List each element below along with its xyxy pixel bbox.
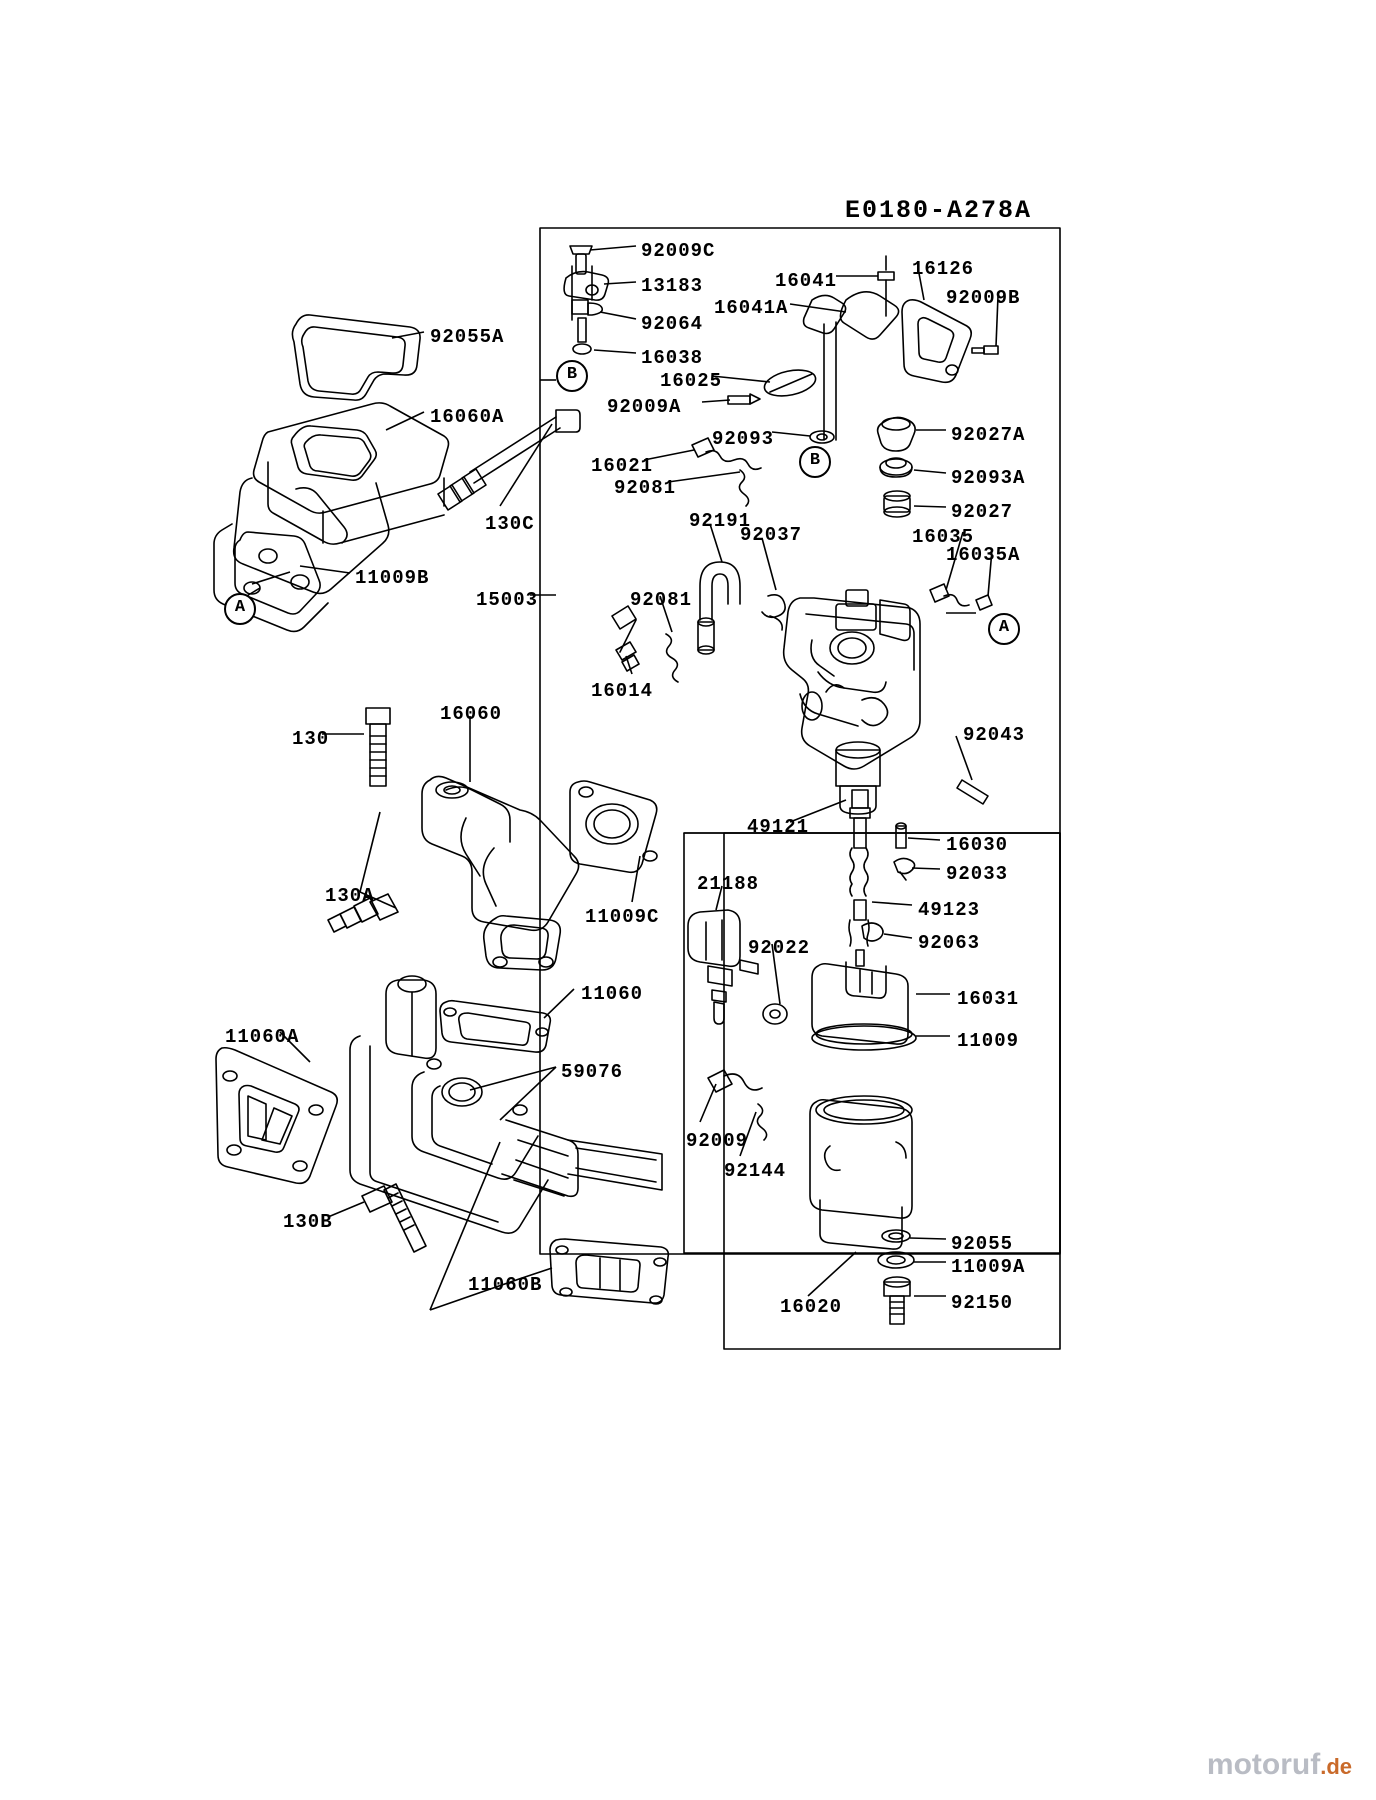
part-label: 92150 <box>951 1292 1014 1314</box>
part-label: 92093 <box>712 428 775 450</box>
ref-circle-b-mid: B <box>799 446 831 478</box>
part-label: 16060 <box>440 703 503 725</box>
watermark-tld: .de <box>1320 1754 1352 1779</box>
part-label: 16025 <box>660 370 723 392</box>
part-label: 92093A <box>951 467 1026 489</box>
part-label: 49121 <box>747 816 810 838</box>
part-label: 92009C <box>641 240 716 262</box>
part-label: 16038 <box>641 347 704 369</box>
part-label: 16030 <box>946 834 1009 856</box>
part-label: 15003 <box>476 589 539 611</box>
part-label: 92027 <box>951 501 1014 523</box>
part-label: 92009 <box>686 1130 749 1152</box>
part-label: 16014 <box>591 680 654 702</box>
part-label: 49123 <box>918 899 981 921</box>
part-label: 11009B <box>355 567 430 589</box>
part-label: 92144 <box>724 1160 787 1182</box>
part-label: 16041A <box>714 297 789 319</box>
part-label: 92055A <box>430 326 505 348</box>
part-label: 11060 <box>581 983 644 1005</box>
part-label: 11060A <box>225 1026 300 1048</box>
part-label: 16020 <box>780 1296 843 1318</box>
part-label: 92064 <box>641 313 704 335</box>
part-label: 16060A <box>430 406 505 428</box>
part-label: 11060B <box>468 1274 543 1296</box>
part-label: 92022 <box>748 937 811 959</box>
part-label: 16041 <box>775 270 838 292</box>
part-label: 92037 <box>740 524 803 546</box>
ref-circle-a-left: A <box>224 593 256 625</box>
part-label: 130C <box>485 513 535 535</box>
watermark: motoruf.de <box>1207 1748 1352 1782</box>
part-label: 16021 <box>591 455 654 477</box>
drawing-number: E0180-A278A <box>845 196 1033 225</box>
part-label: 92055 <box>951 1233 1014 1255</box>
part-label: 92009A <box>607 396 682 418</box>
part-label: 92191 <box>689 510 752 532</box>
part-label: 11009 <box>957 1030 1020 1052</box>
part-label: 92081 <box>630 589 693 611</box>
part-label: 92043 <box>963 724 1026 746</box>
part-label: 92081 <box>614 477 677 499</box>
part-label: 21188 <box>697 873 760 895</box>
part-label: 92033 <box>946 863 1009 885</box>
part-label: 16031 <box>957 988 1020 1010</box>
watermark-name: motoruf <box>1206 1748 1321 1781</box>
part-label: 130A <box>325 885 375 907</box>
part-label: 11009A <box>951 1256 1026 1278</box>
part-label: 59076 <box>561 1061 624 1083</box>
part-label: 11009C <box>585 906 660 928</box>
part-label: 92009B <box>946 287 1021 309</box>
part-label: 130B <box>283 1211 333 1233</box>
part-label: 92063 <box>918 932 981 954</box>
part-label: 13183 <box>641 275 704 297</box>
ref-circle-a-right: A <box>988 613 1020 645</box>
part-label: 16126 <box>912 258 975 280</box>
part-label: 16035A <box>946 544 1021 566</box>
part-label: 130 <box>292 728 330 750</box>
ref-circle-b-upper: B <box>556 360 588 392</box>
part-label: 92027A <box>951 424 1026 446</box>
part-label: 16035 <box>912 526 975 548</box>
